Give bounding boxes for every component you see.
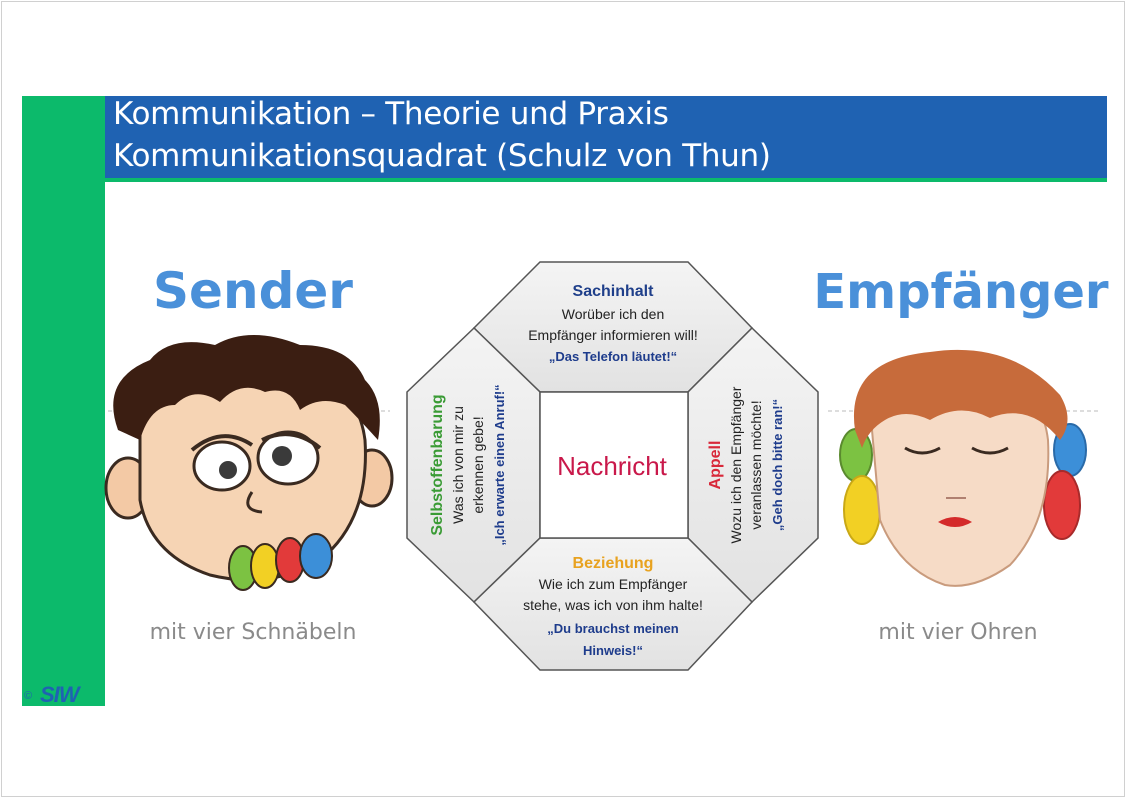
left-accent-bar: [22, 96, 105, 706]
appell-text-1: Wozu ich den Empfänger: [728, 386, 744, 543]
copyright-sign: ©: [24, 690, 33, 702]
receiver-illustration: [839, 349, 1087, 587]
title-banner: Kommunikation – Theorie und Praxis Kommu…: [105, 96, 1107, 182]
selbstoffenbarung-title: Selbstoffenbarung: [429, 394, 446, 535]
sachinhalt-text-1: Worüber ich den: [562, 306, 664, 322]
receiver-caption: mit vier Ohren: [878, 620, 1037, 645]
selbstoffenbarung-text-1: Was ich von mir zu: [450, 406, 466, 524]
sender-caption: mit vier Schnäbeln: [150, 620, 357, 645]
nachricht-label: Nachricht: [557, 451, 668, 481]
slide-title: Kommunikation – Theorie und Praxis: [113, 96, 669, 132]
sachinhalt-text-2: Empfänger informieren will!: [528, 327, 698, 343]
beziehung-example-2: Hinweis!“: [583, 643, 643, 658]
sender-illustration: [104, 335, 394, 591]
sachinhalt-example: „Das Telefon läutet!“: [549, 349, 677, 364]
sender-heading: Sender: [153, 262, 353, 320]
nachricht-center: [539, 391, 689, 539]
octagon: [406, 261, 819, 671]
appell-example: „Geh doch bitte ran!“: [770, 399, 785, 531]
beziehung-title: Beziehung: [573, 555, 654, 572]
appell-title: Appell: [707, 441, 724, 490]
slide-subtitle: Kommunikationsquadrat (Schulz von Thun): [113, 138, 771, 174]
selbstoffenbarung-example: „Ich erwarte einen Anruf!“: [492, 384, 507, 545]
beziehung-text-1: Wie ich zum Empfänger: [539, 576, 688, 592]
siw-logo: SIW: [40, 682, 80, 707]
selbstoffenbarung-text-2: erkennen gebe!: [470, 416, 486, 513]
receiver-heading: Empfänger: [813, 264, 1109, 320]
appell-text-2: veranlassen möchte!: [748, 400, 764, 529]
beziehung-example-1: „Du brauchst meinen: [547, 621, 679, 636]
sachinhalt-title: Sachinhalt: [573, 283, 655, 300]
beziehung-text-2: stehe, was ich von ihm halte!: [523, 597, 703, 613]
